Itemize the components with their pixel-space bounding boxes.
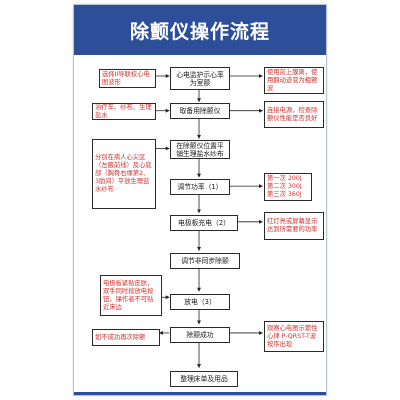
note-waveform-check: 使用前上膜离，使用翻动迹变为粗颤波 [264,67,324,94]
step-async-mode: 调节非同步除颤 [170,253,240,269]
step-monitor: 心电监护示心率为室颤 [170,67,230,90]
step-finish: 整理床单及用品 [170,371,238,387]
note-paddle-contact: 电极板紧贴皮肤，双手同时按放电按钮，操作者不可贴近床边 [100,275,162,316]
step-charge: 电极板充电（2） [170,215,238,231]
flowchart: 心电监护示心率为室颤 取备用除颤仪 在除颤仪位置平铺生理盐水纱布 调节功率（1）… [74,5,326,395]
poster-title: 除颤仪操作流程 [74,5,326,55]
note-supplies: 治疗车、纱布、生理盐水 [92,103,156,120]
note-power-check: 连接电源，检查除颤仪性能是否良好 [264,101,324,128]
bottom-stripe [74,392,326,395]
step-discharge: 放电（3） [170,294,230,310]
note-sinus-rhythm: 观察心电图示窦性心律 P-QRST-T波按序出现 [264,321,324,352]
poster: 除颤仪操作流程 [73,4,327,396]
note-pad-position: 分别在病人心尖区（左腋前线）及心底部（胸骨右缘第2、3肋间）平放生理盐水纱布 [92,139,156,209]
step-adjust-energy: 调节功率（1） [170,179,230,195]
step-success: 除颤成功 [170,327,230,343]
step-fetch-defibrillator: 取备用除颤仪 [170,103,230,119]
note-retry: 如不成功再次除颤 [92,329,160,346]
step-place-gauze: 在除颤仪位置平铺生理盐水纱布 [170,140,230,159]
note-energy-levels: 第一次 200J 第二次 300J 第三次 360J [264,173,312,201]
note-lead-selection: 选择II导联校心电图波形 [99,69,156,88]
note-charge-indicator: 红灯亮或屏幕显示达到所需要的功率 [264,212,324,240]
